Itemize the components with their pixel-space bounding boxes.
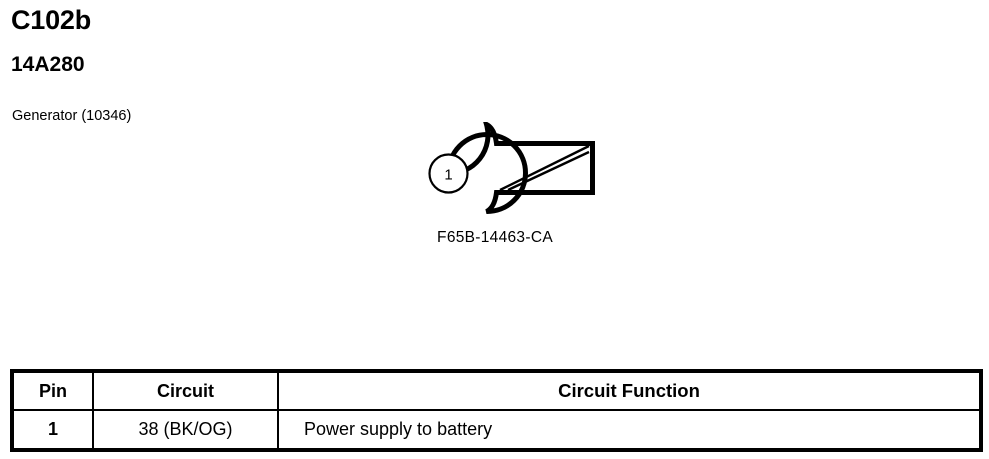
connector-part-number: 14A280 <box>11 53 85 76</box>
pin-hole-circle <box>428 153 469 194</box>
cell-pin: 1 <box>10 410 94 450</box>
barrel-diagonal-line-1 <box>499 144 590 192</box>
column-header-circuit-function: Circuit Function <box>277 371 983 411</box>
column-header-pin: Pin <box>10 371 94 411</box>
column-header-circuit: Circuit <box>92 371 279 411</box>
connector-id: C102b <box>11 5 92 35</box>
component-name: Generator (10346) <box>12 108 132 124</box>
terminal-body-outline <box>445 122 595 215</box>
connector-diagram: 1 F65B-14463-CA <box>385 122 605 262</box>
barrel-diagonal-line-2 <box>507 150 590 192</box>
pin-table: Pin Circuit Circuit Function 1 38 (BK/OG… <box>10 369 983 452</box>
pin-number-label: 1 <box>444 167 452 184</box>
cell-circuit-function: Power supply to battery <box>277 410 983 450</box>
ring-terminal-icon: 1 <box>428 122 595 215</box>
cell-circuit: 38 (BK/OG) <box>92 410 279 450</box>
table-row: 1 38 (BK/OG) Power supply to battery <box>10 410 983 450</box>
table-header-row: Pin Circuit Circuit Function <box>10 371 983 411</box>
terminal-part-number: F65B-14463-CA <box>437 229 553 246</box>
